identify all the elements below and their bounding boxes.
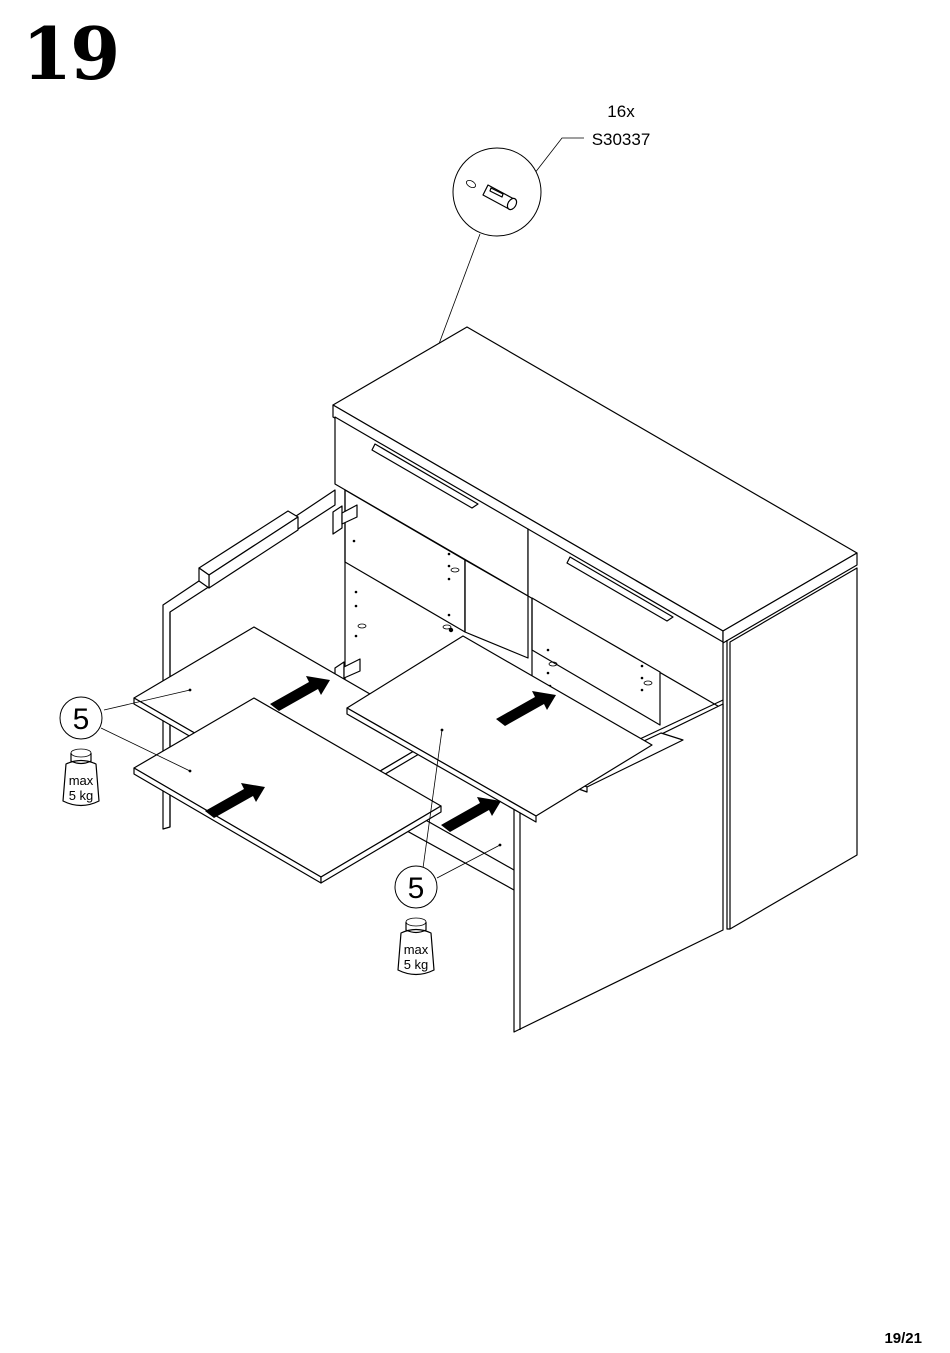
weight-value-label: 5 kg <box>404 957 429 972</box>
part-code: S30337 <box>592 130 651 149</box>
weight-icon: max 5 kg <box>63 749 99 806</box>
weight-max-label: max <box>404 942 429 957</box>
callout-label: 5 <box>73 703 90 736</box>
sideboard-cabinet <box>134 327 857 1032</box>
page-number: 19/21 <box>884 1330 922 1348</box>
insert-arrow-4 <box>441 797 501 832</box>
weight-max-label: max <box>69 773 94 788</box>
weight-value-label: 5 kg <box>69 788 94 803</box>
part-quantity: 16x <box>607 102 635 121</box>
callout-label: 5 <box>408 872 425 905</box>
weight-icon: max 5 kg <box>398 918 434 975</box>
